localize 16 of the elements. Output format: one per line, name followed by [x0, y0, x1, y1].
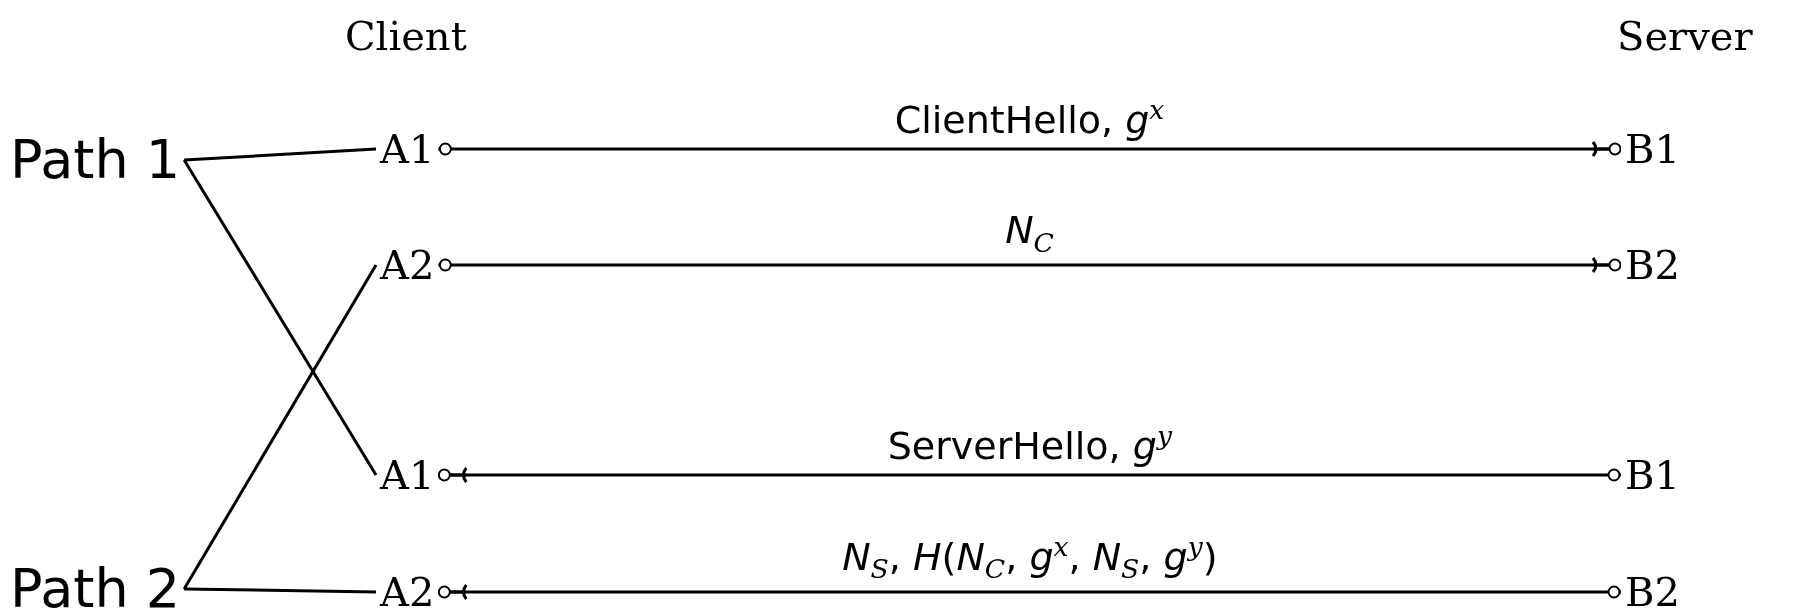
endpoint-label: B1 [1625, 129, 1680, 169]
path-label: Path 1 [10, 133, 181, 187]
path-label: Path 2 [10, 562, 181, 616]
endpoint-label: B2 [1625, 572, 1680, 612]
endpoint-label: A2 [380, 572, 435, 612]
column-heading: Server [1617, 16, 1753, 56]
column-heading: Client [345, 16, 467, 56]
endpoint-label: A1 [380, 455, 435, 495]
endpoint-label: B2 [1625, 245, 1680, 285]
connector-line [184, 587, 377, 594]
endpoint-label: A2 [380, 245, 435, 285]
endpoint-label: B1 [1625, 455, 1680, 495]
connector-line [182, 264, 378, 590]
endpoint-label: A1 [380, 129, 435, 169]
connector-line [184, 147, 377, 162]
connector-line [182, 159, 378, 476]
